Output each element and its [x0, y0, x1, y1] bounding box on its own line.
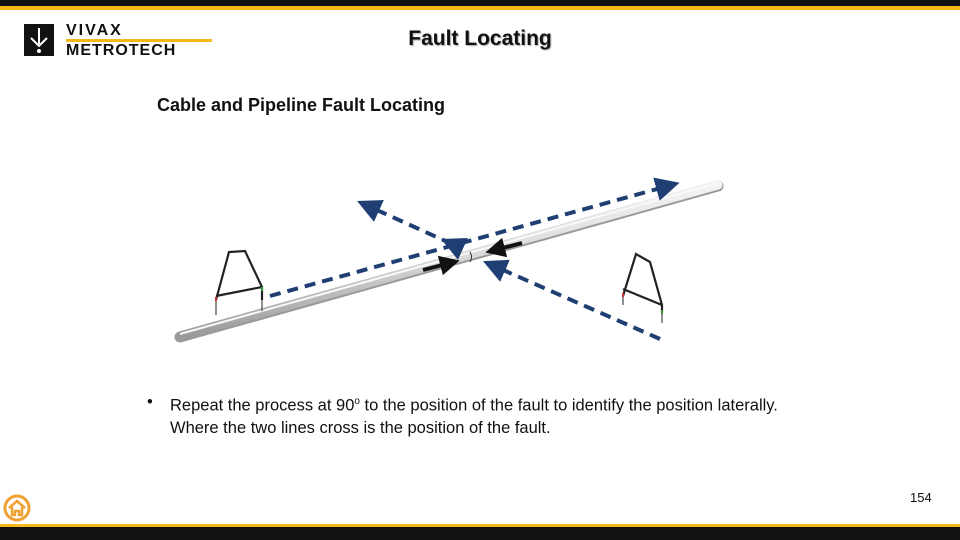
logo-mark-icon [24, 24, 54, 56]
vivax-metrotech-logo: VIVAX METROTECH [24, 22, 214, 62]
bottom-accent-stripe [0, 524, 960, 527]
lateral-dashed-arrow-lower [483, 259, 661, 341]
bullet-text-part1: Repeat the process at 90 [170, 396, 355, 415]
signal-arrow-left [485, 237, 523, 258]
signal-arrow-right [422, 255, 460, 276]
page-number: 154 [910, 490, 932, 505]
degree-superscript: o [354, 396, 360, 407]
pipe-direction-dashed-arrow [269, 177, 680, 298]
bullet-text-part2: to the position of the fault to identify… [170, 396, 778, 437]
home-button[interactable] [3, 494, 31, 522]
logo-rule [66, 39, 212, 42]
home-icon [3, 494, 31, 522]
top-bar [0, 0, 960, 6]
a-frame-left-icon [214, 249, 264, 315]
bullet-text: Repeat the process at 90o to the positio… [170, 391, 787, 439]
bullet-symbol: • [147, 393, 153, 411]
logo-text-metrotech: METROTECH [66, 42, 177, 59]
page-title: Fault Locating [408, 27, 552, 50]
slide-subtitle: Cable and Pipeline Fault Locating [157, 95, 446, 115]
lateral-dashed-arrow-upper [357, 200, 468, 260]
pipe [174, 180, 724, 343]
a-frame-right-icon [621, 252, 664, 323]
bottom-bar [0, 527, 960, 540]
top-accent-stripe [0, 6, 960, 10]
logo-text-vivax: VIVAX [66, 22, 123, 39]
bullet-point: • Repeat the process at 90o to the posit… [147, 391, 787, 439]
